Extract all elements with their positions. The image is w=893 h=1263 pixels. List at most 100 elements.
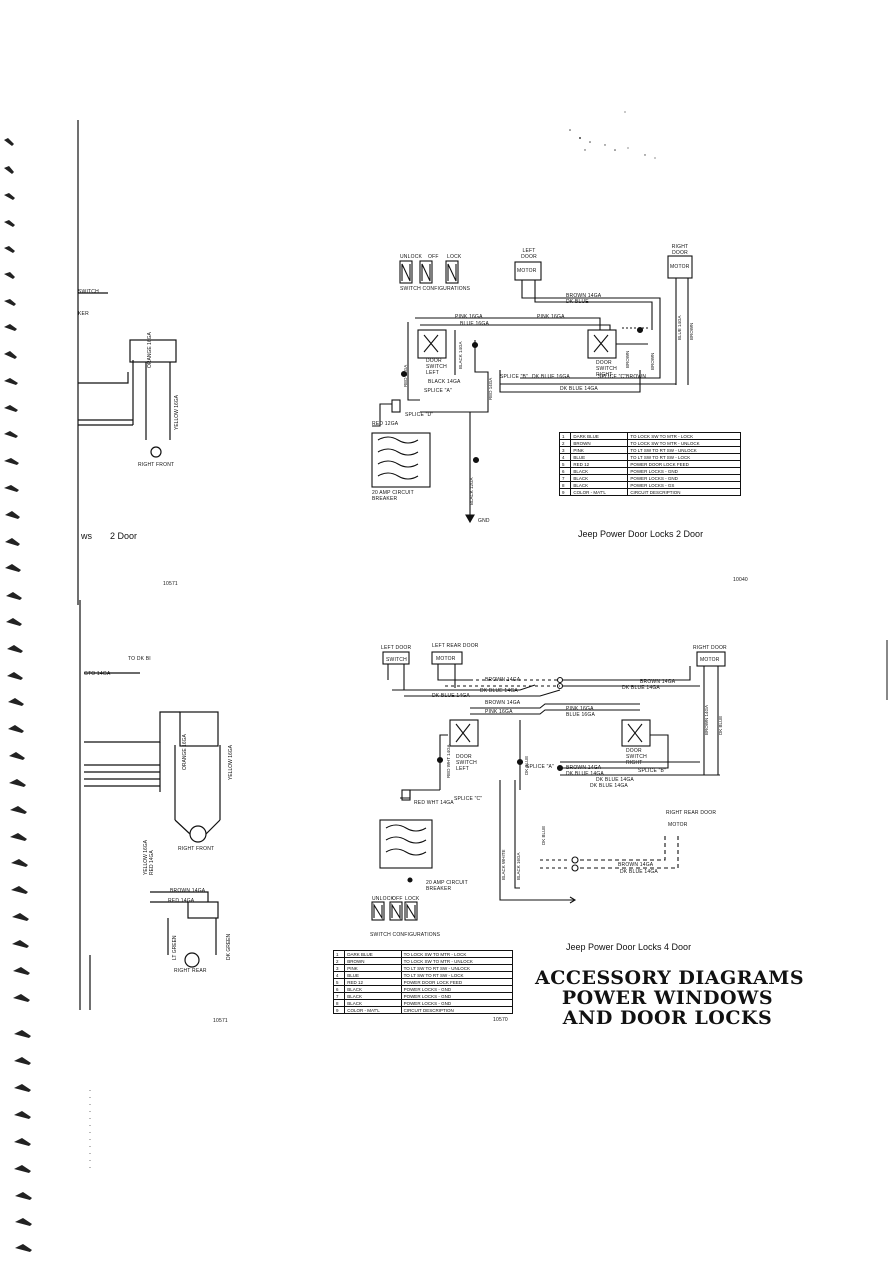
- wire-label-red-12: RED 12GA: [372, 421, 399, 427]
- label-ker: KER: [78, 311, 89, 317]
- breaker-4d: 20 AMP CIRCUIT BREAKER: [426, 880, 468, 892]
- wire-label-dk-blue: DK BLUE: [566, 299, 589, 305]
- gnd-label: GND: [478, 518, 490, 524]
- svg-text:BLACK 12GA: BLACK 12GA: [469, 477, 474, 505]
- label-gto: GTO 14GA: [84, 671, 111, 677]
- wire-label-pink-right: PINK 16GA: [537, 314, 565, 320]
- caption-4door: Jeep Power Door Locks 4 Door: [566, 942, 692, 952]
- svg-text:BLACK 16GA: BLACK 16GA: [516, 852, 521, 880]
- wire-4d-dk-blue-14: DK BLUE 14GA: [622, 685, 660, 691]
- wire-4d-dk-blue-lower: DK BLUE 14GA: [566, 771, 604, 777]
- splice-c-4d: SPLICE "C": [454, 796, 483, 802]
- wire-4d-brown-top: BROWN 14GA: [485, 677, 521, 683]
- code-left-top: 10571: [163, 581, 178, 587]
- svg-text:BLACK WHITE: BLACK WHITE: [501, 849, 506, 880]
- wire-label-pink: PINK 16GA: [455, 314, 483, 320]
- wire-4d-blue: BLUE 16GA: [566, 712, 596, 718]
- svg-text:DK BLUE: DK BLUE: [718, 716, 723, 735]
- right-front-motor-label: MOTOR: [700, 657, 720, 663]
- wire-4d-dk-blue-mid2: DK BLUE 14GA: [590, 783, 628, 789]
- switch-config-label-off: OFF: [428, 254, 439, 260]
- door-switch-right-label: DOOR SWITCH RIGHT: [596, 360, 617, 378]
- wire-label-dk-blue-16: DK BLUE 16GA: [532, 374, 570, 380]
- heading-line-3: AND DOOR LOCKS: [562, 1007, 773, 1029]
- svg-text:DK BLUE: DK BLUE: [524, 756, 529, 775]
- wire-4d-dk-blue-rt: DK BLUE 14GA: [620, 869, 658, 875]
- splice-b-label: SPLICE "B": [500, 374, 529, 380]
- right-door-label: RIGHT DOOR: [671, 244, 689, 256]
- switch-config-caption: SWITCH CONFIGURATIONS: [400, 286, 471, 292]
- label-switch: SWITCH: [78, 289, 99, 295]
- label-red-14ga: RED 14GA: [168, 898, 195, 904]
- wire-4d-brown-lower: BROWN 14GA: [566, 765, 602, 771]
- svg-text:YELLOW 16GA: YELLOW 16GA: [174, 394, 180, 430]
- wire-label-black: BLACK 14GA: [428, 379, 461, 385]
- left-rear-door-label: LEFT REAR DOOR: [432, 643, 479, 649]
- switch-config-unlock: [399, 260, 413, 284]
- splice-b-4d: SPLICE "B": [638, 768, 667, 774]
- svg-text:BROWN: BROWN: [650, 353, 655, 370]
- svg-text:RED 14GA: RED 14GA: [403, 365, 408, 387]
- left-rear-motor-label: MOTOR: [436, 656, 456, 662]
- switch-config-4d-off: OFF: [392, 896, 403, 902]
- svg-text:BROWN: BROWN: [689, 323, 694, 340]
- wire-4d-dk-blue-mid: DK BLUE 14GA: [596, 777, 634, 783]
- right-motor-label: MOTOR: [670, 264, 690, 270]
- label-to-dk-bi: TO DK BI: [128, 656, 151, 662]
- label-brown-14ga: BROWN 14GA: [170, 888, 206, 894]
- code-4door: 10570: [493, 1017, 508, 1023]
- svg-text:RED WHT 14GA: RED WHT 14GA: [446, 744, 451, 778]
- wire-4d-dk-blue-top: DK BLUE 14GA: [480, 688, 518, 694]
- svg-text:ORANGE 16GA: ORANGE 16GA: [147, 331, 153, 368]
- wire-label-brown: BROWN 14GA: [566, 293, 602, 299]
- right-front-door-label: RIGHT DOOR: [693, 645, 727, 651]
- switch-config-label-unlock: UNLOCK: [400, 254, 423, 260]
- door-switch-right-4d: DOOR SWITCH RIGHT: [626, 748, 647, 766]
- svg-text:YELLOW 16GA: YELLOW 16GA: [228, 744, 234, 780]
- svg-text:BLACK 14GA: BLACK 14GA: [458, 341, 463, 369]
- heading-line-1: ACCESSORY DIAGRAMS: [535, 967, 805, 989]
- left-door-label: LEFT DOOR: [521, 248, 537, 260]
- svg-text:RED 14GA: RED 14GA: [149, 850, 155, 875]
- switch-config-4d-unlock: UNLOCK: [372, 896, 395, 902]
- splice-d-label: SPLICE "D": [405, 412, 434, 418]
- wire-4d-pink-right: PINK 16GA: [566, 706, 594, 712]
- label-right-front-top: RIGHT FRONT: [138, 462, 175, 468]
- wire-4d-dk-blue-left: DK BLUE 14GA: [432, 693, 470, 699]
- svg-text:DK GREEN: DK GREEN: [226, 933, 232, 960]
- left-front-door-label: LEFT DOOR: [381, 645, 412, 651]
- splice-a-label: SPLICE "A": [424, 388, 453, 394]
- svg-text:BROWN 14GA: BROWN 14GA: [704, 705, 709, 735]
- wire-4d-red-wht: RED WHT 14GA: [414, 800, 454, 806]
- door-switch-left-label: DOOR SWITCH LEFT: [426, 358, 447, 376]
- svg-text:YELLOW 16GA: YELLOW 16GA: [143, 839, 149, 875]
- wire-4d-brown-mid: BROWN 14GA: [485, 700, 521, 706]
- splice-a-4d: SPLICE "A": [526, 764, 555, 770]
- wire-label-brown-right: BROWN: [626, 374, 647, 380]
- code-left-bottom: 10571: [213, 1018, 228, 1024]
- wire-label-blue: BLUE 16GA: [460, 321, 490, 327]
- wire-4d-brown-14: BROWN 14GA: [640, 679, 676, 685]
- switch-config-lock: [445, 260, 459, 284]
- svg-text:ORANGE 16GA: ORANGE 16GA: [182, 733, 188, 770]
- switch-config-label-lock: LOCK: [447, 254, 462, 260]
- caption-2door: Jeep Power Door Locks 2 Door: [578, 529, 704, 539]
- left-motor-label: MOTOR: [517, 268, 537, 274]
- switch-config-off: [419, 260, 433, 284]
- right-rear-motor-label: MOTOR: [668, 822, 688, 828]
- svg-text:BROWN: BROWN: [625, 351, 630, 368]
- svg-text:DK BLUE: DK BLUE: [541, 826, 546, 845]
- label-right-rear: RIGHT REAR: [174, 968, 207, 974]
- right-rear-door-label: RIGHT REAR DOOR: [666, 810, 717, 816]
- breaker-label: 20 AMP CIRCUIT BREAKER: [372, 490, 414, 502]
- switch-config-4d-lock: LOCK: [405, 896, 420, 902]
